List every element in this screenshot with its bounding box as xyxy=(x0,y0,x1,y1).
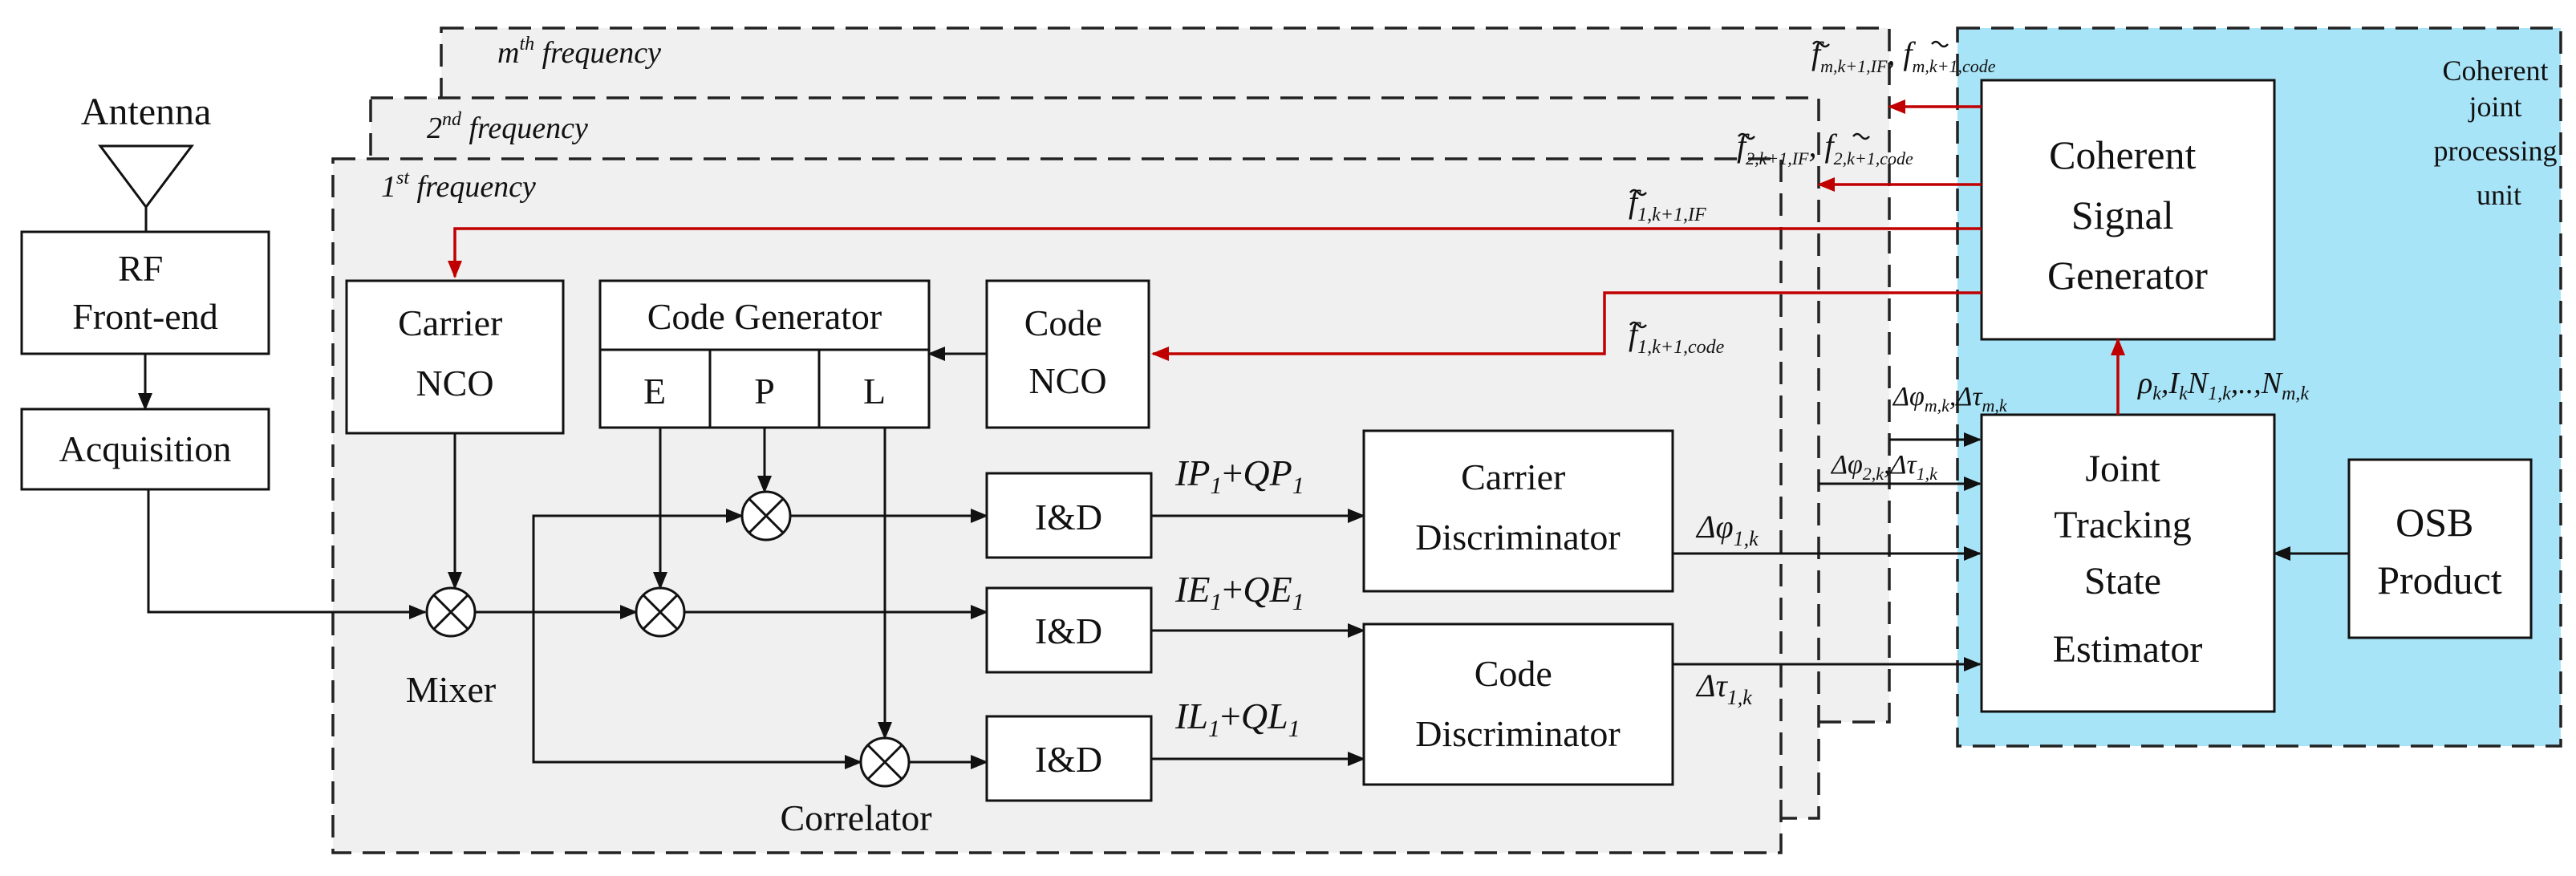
coherent-signal-generator-block xyxy=(1980,79,2276,341)
osb-product-block xyxy=(2347,458,2533,639)
tilde-marks xyxy=(1629,40,1949,329)
late-tap-label: L xyxy=(863,371,886,412)
carrier-discriminator-block xyxy=(1362,429,1674,593)
il-ql-label: IL1+QL1 xyxy=(1174,696,1300,742)
mixer-label: Mixer xyxy=(406,669,496,710)
ip-qp-label: IP1+QP1 xyxy=(1174,452,1304,499)
rf-front-end-label: RF Front-end xyxy=(72,248,217,337)
integrate-dump-block-e xyxy=(985,586,1153,674)
dphi-2-label: Δφ2,k,Δτ1,k xyxy=(1830,450,1938,484)
ie-qe-label: IE1+QE1 xyxy=(1174,569,1304,615)
dphi-1-label: Δφ1,k xyxy=(1695,509,1759,550)
antenna-icon xyxy=(98,144,194,209)
joint-tracking-state-estimator-label: Joint Tracking State Estimator xyxy=(2053,448,2203,671)
code-generator-block xyxy=(598,279,931,429)
carrier-nco-label: Carrier NCO xyxy=(398,302,512,404)
dtau-1-label: Δτ1,k xyxy=(1695,667,1752,709)
acquisition-label: Acquisition xyxy=(59,428,232,469)
first-frequency-label: 1st frequency xyxy=(381,168,536,204)
antenna-label: Antenna xyxy=(81,91,212,133)
acquisition-block xyxy=(20,408,270,491)
correlator-label: Correlator xyxy=(780,797,931,838)
estimator-state-label: ρk,IkN1,k,..,Nm,k xyxy=(2137,367,2309,404)
second-frequency-label: 2nd frequency xyxy=(427,109,588,145)
integrate-dump-block-l xyxy=(985,715,1153,802)
osb-product-label: OSB Product xyxy=(2377,500,2502,602)
carrier-discriminator-label: Carrier Discriminator xyxy=(1415,456,1621,558)
unit-label: Coherent joint processing unit xyxy=(2434,55,2565,211)
joint-tracking-state-estimator-block xyxy=(1980,413,2276,713)
coherent-signal-generator-label: Coherent Signal Generator xyxy=(2047,132,2208,298)
prompt-tap-label: P xyxy=(754,371,775,412)
code-nco-block xyxy=(985,279,1150,429)
code-discriminator-label: Code Discriminator xyxy=(1415,653,1621,754)
f-1-code-label: f1,k+1,code xyxy=(1629,316,1725,358)
integrate-dump-block-p xyxy=(985,472,1153,559)
code-generator-label: Code Generator xyxy=(647,296,882,337)
integrate-dump-label-e: I&D xyxy=(1035,610,1102,651)
dphi-m-label: Δφm,k,Δτm,k xyxy=(1892,382,2008,416)
integrate-dump-label-l: I&D xyxy=(1035,739,1102,780)
early-tap-label: E xyxy=(643,371,666,412)
mth-frequency-label: mth frequency xyxy=(497,34,661,70)
rf-front-end-block xyxy=(20,230,270,355)
f-m-label: fm,k+1,IF, fm,k+1,code xyxy=(1811,35,1996,76)
code-nco-label: Code NCO xyxy=(1024,302,1112,401)
code-discriminator-block xyxy=(1362,623,1674,786)
integrate-dump-label-p: I&D xyxy=(1035,497,1102,537)
